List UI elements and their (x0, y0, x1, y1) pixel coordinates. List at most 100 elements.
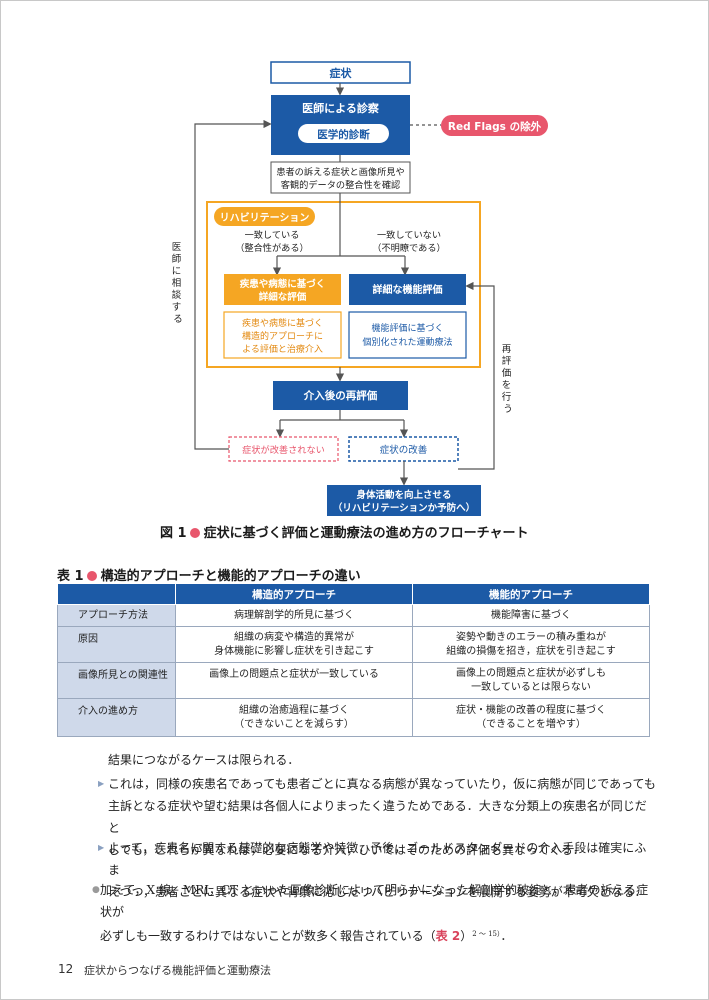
bullet-paragraph-3: ● 加えて，X 線，MRI，CT といった画像診断によって明らかになった解剖学的… (92, 879, 656, 947)
cell-structural: 病理解剖学的所見に基づく (175, 604, 413, 627)
match-line2: （整合性がある） (235, 242, 309, 254)
structural-desc-line1: 疾患や病態に基づく (242, 317, 323, 329)
functional-eval-text: 詳細な機能評価 (373, 283, 443, 296)
table-row: アプローチ方法 病理解剖学的所見に基づく 機能障害に基づく (57, 604, 650, 627)
not-improved-box (228, 436, 339, 462)
match-line1: 一致している (245, 229, 300, 241)
row-label: 画像所見との関連性 (57, 662, 176, 699)
table-header-structural: 構造的アプローチ (175, 583, 413, 605)
comparison-table: 構造的アプローチ 機能的アプローチ アプローチ方法 病理解剖学的所見に基づく 機… (57, 583, 650, 737)
symptom-text: 症状 (330, 66, 353, 80)
cell-line: 姿勢や動きのエラーの積み重ねが (456, 631, 606, 643)
consistency-line1: 患者の訴える症状と画像所見や (276, 166, 404, 178)
citation-superscript: 2 ～ 15） (472, 930, 501, 938)
red-flags-pill (441, 115, 548, 136)
cell-line: （できないことを減らす） (234, 718, 354, 730)
row-label: 介入の進め方 (57, 698, 176, 737)
structural-eval-box (224, 274, 341, 305)
bullet-triangle-icon: ▶ (98, 779, 105, 788)
text-line: しても，これらが異なれば，必要になる介入，ひいてはそのための評価も異なってくる． (108, 843, 585, 857)
functional-eval-box (349, 274, 466, 305)
table-header-empty (57, 583, 176, 605)
reevaluation-box (273, 381, 408, 410)
structural-eval-line2: 詳細な評価 (259, 291, 307, 303)
cell-functional: 姿勢や動きのエラーの積み重ねが組織の損傷を招き，症状を引き起こす (412, 626, 650, 663)
nomatch-line1: 一致していない (377, 229, 441, 241)
medical-diagnosis-pill (298, 124, 389, 143)
cell-line: 組織の治癒過程に基づく (239, 704, 349, 716)
figure-number: 図 1 (160, 526, 187, 541)
bullet-paragraph-1: ▶ これは，同様の疾患名であっても患者ごとに真なる病態が異なっていたり，仮に病態… (98, 773, 656, 861)
caption-dot-icon (189, 528, 200, 538)
page-number: 12 (58, 962, 74, 976)
flowchart: 症状 医師による診察 医学的診断 Red Flags の除外 患者の訴える症状と… (172, 61, 548, 516)
table-row: 介入の進め方 組織の治癒過程に基づく （できないことを減らす） 症状・機能の改善の… (57, 698, 650, 737)
cell-line: 身体機能に影響し症状を引き起こす (214, 645, 374, 657)
bullet-triangle-icon: ▶ (98, 843, 105, 852)
cell-line: 画像上の問題点と症状が必ずしも (456, 667, 606, 679)
structural-eval-line1: 疾患や病態に基づく (240, 278, 326, 290)
consistency-box (270, 161, 411, 194)
bullet-paragraph-2: ▶ よって，疾患名に関する基礎的な病態学や特徴，予後，ゴールドスタンダードの介入… (98, 837, 656, 903)
table-row: 画像所見との関連性 画像上の問題点と症状が一致している 画像上の問題点と症状が必… (57, 662, 650, 699)
text-line: 必ずしも一致するわけではないことが数多く報告されている（表 2）2 ～ 15）． (100, 923, 656, 947)
final-line1: 身体活動を向上させる (356, 489, 451, 501)
right-side-label: 再 評 価 を 行 う (502, 344, 515, 415)
text-span: ． (500, 929, 513, 943)
rehab-frame (206, 201, 481, 368)
rehab-label-text: リハビリテーション (220, 211, 310, 224)
text-span: 必ずしも一致するわけではないことが数多く報告されている（ (100, 929, 436, 943)
cell-functional: 画像上の問題点と症状が必ずしも一致しているとは限らない (412, 662, 650, 699)
row-label: 原因 (57, 626, 176, 663)
nomatch-line2: （不明瞭である） (372, 242, 445, 254)
doctor-exam-text: 医師による診察 (302, 101, 380, 115)
medical-diagnosis-text: 医学的診断 (317, 128, 370, 141)
cell-structural: 組織の治癒過程に基づく （できないことを減らす） (175, 698, 413, 737)
table-caption-text: 構造的アプローチと機能的アプローチの違い (100, 569, 361, 584)
functional-desc-box (348, 311, 467, 359)
functional-desc-line2: 個別化された運動療法 (362, 336, 452, 348)
reevaluation-text: 介入後の再評価 (303, 389, 378, 402)
table-reference-link[interactable]: 表 2 (435, 929, 461, 943)
cell-line: 組織の病変や構造的異常が (234, 631, 354, 643)
figure-caption-text: 症状に基づく評価と運動療法の進め方のフローチャート (203, 526, 529, 541)
row-label: アプローチ方法 (57, 604, 176, 627)
cell-line: 一致しているとは限らない (471, 681, 591, 693)
table-row: 原因 組織の病変や構造的異常が身体機能に影響し症状を引き起こす 姿勢や動きのエラ… (57, 626, 650, 663)
text-line: えつつ，患者ごとに異なる症状や背景に応じたリハビリテーションを展開する姿勢が不可… (108, 885, 647, 899)
text-line: 主訴となる症状や望む結果は各個人によりまったく違うためである．大きな分類上の疾患… (108, 799, 647, 835)
functional-desc-line1: 機能評価に基づく (371, 322, 443, 334)
text-span: ） (460, 929, 473, 943)
structural-desc-line3: よる評価と治療介入 (242, 343, 323, 355)
final-box (327, 485, 481, 516)
table-header-functional: 機能的アプローチ (412, 583, 650, 605)
text-line: これは，同様の疾患名であっても患者ごとに真なる病態が異なっていたり，仮に病態が同… (108, 777, 656, 791)
cell-line: 組織の損傷を招き，症状を引き起こす (446, 645, 616, 657)
cell-structural: 画像上の問題点と症状が一致している (175, 662, 413, 699)
cell-line: （できることを増やす） (476, 718, 586, 730)
cell-functional: 機能障害に基づく (412, 604, 650, 627)
improved-text: 症状の改善 (380, 444, 428, 456)
cell-line: 症状・機能の改善の程度に基づく (456, 704, 606, 716)
left-side-label: 医 師 に 相 談 す る (172, 242, 185, 325)
bullet-dot-icon: ● (92, 885, 100, 895)
figure-caption: 図 1 症状に基づく評価と運動療法の進め方のフローチャート (160, 522, 580, 541)
not-improved-text: 症状が改善されない (242, 444, 325, 456)
improved-box (348, 436, 459, 462)
table-number: 表 1 (57, 569, 84, 584)
structural-desc-line2: 構造的アプローチに (242, 330, 323, 342)
rehab-label-pill (214, 207, 315, 226)
final-line2: （リハビリテーションか予防へ） (333, 502, 475, 514)
structural-desc-box (223, 311, 342, 359)
text-line: 加えて，X 線，MRI，CT といった画像診断によって明らかになった解剖学的破綻… (100, 883, 649, 919)
consistency-line2: 客観的データの整合性を確認 (281, 179, 400, 191)
caption-dot-icon (86, 571, 97, 581)
footer-title: 症状からつなげる機能評価と運動療法 (84, 964, 271, 977)
cell-functional: 症状・機能の改善の程度に基づく （できることを増やす） (412, 698, 650, 737)
text-line: よって，疾患名に関する基礎的な病態学や特徴，予後，ゴールドスタンダードの介入手段… (108, 841, 647, 877)
cell-structural: 組織の病変や構造的異常が身体機能に影響し症状を引き起こす (175, 626, 413, 663)
body-paragraph: 結果につながるケースは限られる． (108, 753, 300, 767)
red-flags-text: Red Flags の除外 (448, 120, 542, 133)
table-header-row: 構造的アプローチ 機能的アプローチ (57, 583, 650, 605)
table-caption: 表 1 構造的アプローチと機能的アプローチの違い (57, 565, 361, 584)
